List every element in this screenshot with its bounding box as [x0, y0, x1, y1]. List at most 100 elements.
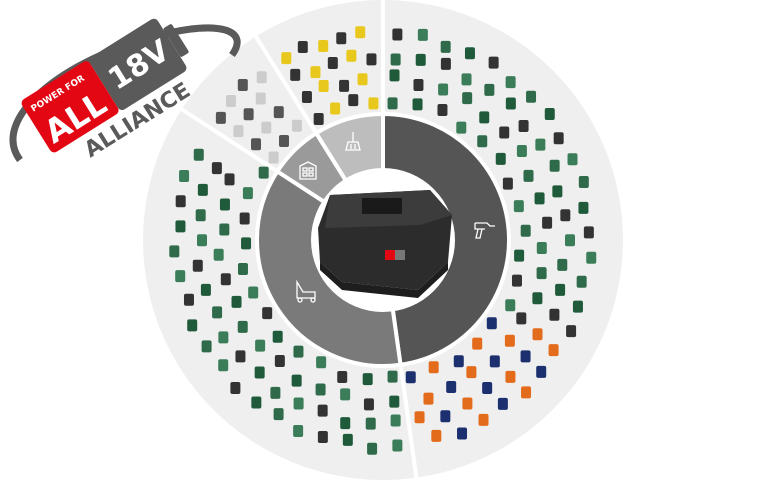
product-thumbnail [340, 388, 351, 401]
product-thumbnail [291, 374, 302, 387]
product-thumbnail [578, 176, 589, 189]
product-thumbnail [576, 275, 587, 288]
product-thumbnail [215, 111, 226, 124]
product-thumbnail [478, 413, 489, 426]
product-thumbnail [183, 293, 194, 306]
product-thumbnail [532, 328, 543, 341]
product-thumbnail [502, 177, 513, 190]
product-thumbnail [387, 97, 398, 110]
product-thumbnail [346, 49, 357, 62]
product-thumbnail [516, 144, 527, 157]
product-thumbnail [179, 169, 190, 182]
product-thumbnail [389, 69, 400, 82]
product-thumbnail [557, 258, 568, 271]
product-thumbnail [281, 52, 292, 65]
product-thumbnail [560, 209, 571, 222]
product-thumbnail [317, 404, 328, 417]
product-thumbnail [495, 152, 506, 165]
product-thumbnail [218, 331, 229, 344]
product-thumbnail [548, 344, 559, 357]
product-thumbnail [235, 350, 246, 363]
product-thumbnail [197, 183, 208, 196]
product-thumbnail [414, 411, 425, 424]
product-thumbnail [572, 300, 583, 313]
product-thumbnail [301, 90, 312, 103]
product-thumbnail [466, 366, 477, 379]
product-thumbnail [542, 216, 553, 229]
product-thumbnail [505, 76, 516, 89]
product-thumbnail [175, 220, 186, 233]
product-thumbnail [337, 371, 348, 384]
product-thumbnail [254, 366, 265, 379]
product-thumbnail [175, 195, 186, 208]
product-thumbnail [431, 429, 442, 442]
product-thumbnail [417, 28, 428, 41]
product-thumbnail [315, 383, 326, 396]
product-thumbnail [526, 90, 537, 103]
product-thumbnail [255, 339, 266, 352]
product-thumbnail [317, 431, 328, 444]
product-thumbnail [293, 397, 304, 410]
product-thumbnail [368, 97, 379, 110]
product-thumbnail [544, 108, 555, 121]
product-thumbnail [330, 102, 341, 115]
product-thumbnail [566, 325, 577, 338]
product-thumbnail [293, 424, 304, 437]
product-thumbnail [237, 320, 248, 333]
product-thumbnail [488, 56, 499, 69]
battery-pack-image [318, 190, 452, 298]
product-thumbnail [197, 234, 208, 247]
product-thumbnail [365, 417, 376, 430]
product-thumbnail [536, 365, 547, 378]
product-thumbnail [536, 242, 547, 255]
product-thumbnail [520, 224, 531, 237]
product-thumbnail [457, 427, 468, 440]
product-thumbnail [423, 392, 434, 405]
product-thumbnail [316, 356, 327, 369]
product-thumbnail [489, 355, 500, 368]
product-thumbnail [511, 274, 522, 287]
product-thumbnail [362, 373, 373, 386]
product-thumbnail [211, 162, 222, 175]
product-thumbnail [520, 350, 531, 363]
product-thumbnail [310, 66, 321, 79]
product-thumbnail [348, 94, 359, 107]
product-thumbnail [193, 148, 204, 161]
product-thumbnail [549, 159, 560, 172]
product-thumbnail [518, 119, 529, 132]
product-thumbnail [251, 138, 262, 151]
product-thumbnail [241, 237, 252, 250]
product-thumbnail [552, 185, 563, 198]
product-thumbnail [446, 380, 457, 393]
product-thumbnail [237, 78, 248, 91]
product-thumbnail [218, 359, 229, 372]
product-thumbnail [175, 270, 186, 283]
product-thumbnail [293, 345, 304, 358]
product-thumbnail [336, 32, 347, 45]
product-thumbnail [231, 295, 242, 308]
product-thumbnail [318, 40, 329, 53]
broom-icon [345, 132, 361, 151]
product-thumbnail [340, 417, 351, 430]
product-thumbnail [549, 308, 560, 321]
product-thumbnail [327, 56, 338, 69]
product-thumbnail [505, 97, 516, 110]
product-thumbnail [251, 396, 262, 409]
product-thumbnail [415, 53, 426, 66]
product-thumbnail [268, 151, 279, 164]
product-thumbnail [437, 103, 448, 116]
product-thumbnail [486, 317, 497, 330]
product-thumbnail [258, 166, 269, 179]
product-thumbnail [413, 79, 424, 92]
product-thumbnail [272, 330, 283, 343]
product-thumbnail [357, 73, 368, 86]
product-thumbnail [514, 249, 525, 262]
product-thumbnail [242, 187, 253, 200]
product-thumbnail [428, 361, 439, 374]
product-thumbnail [472, 337, 483, 350]
product-thumbnail [318, 80, 329, 93]
product-thumbnail [339, 79, 350, 92]
product-thumbnail [270, 386, 281, 399]
product-thumbnail [499, 126, 510, 139]
